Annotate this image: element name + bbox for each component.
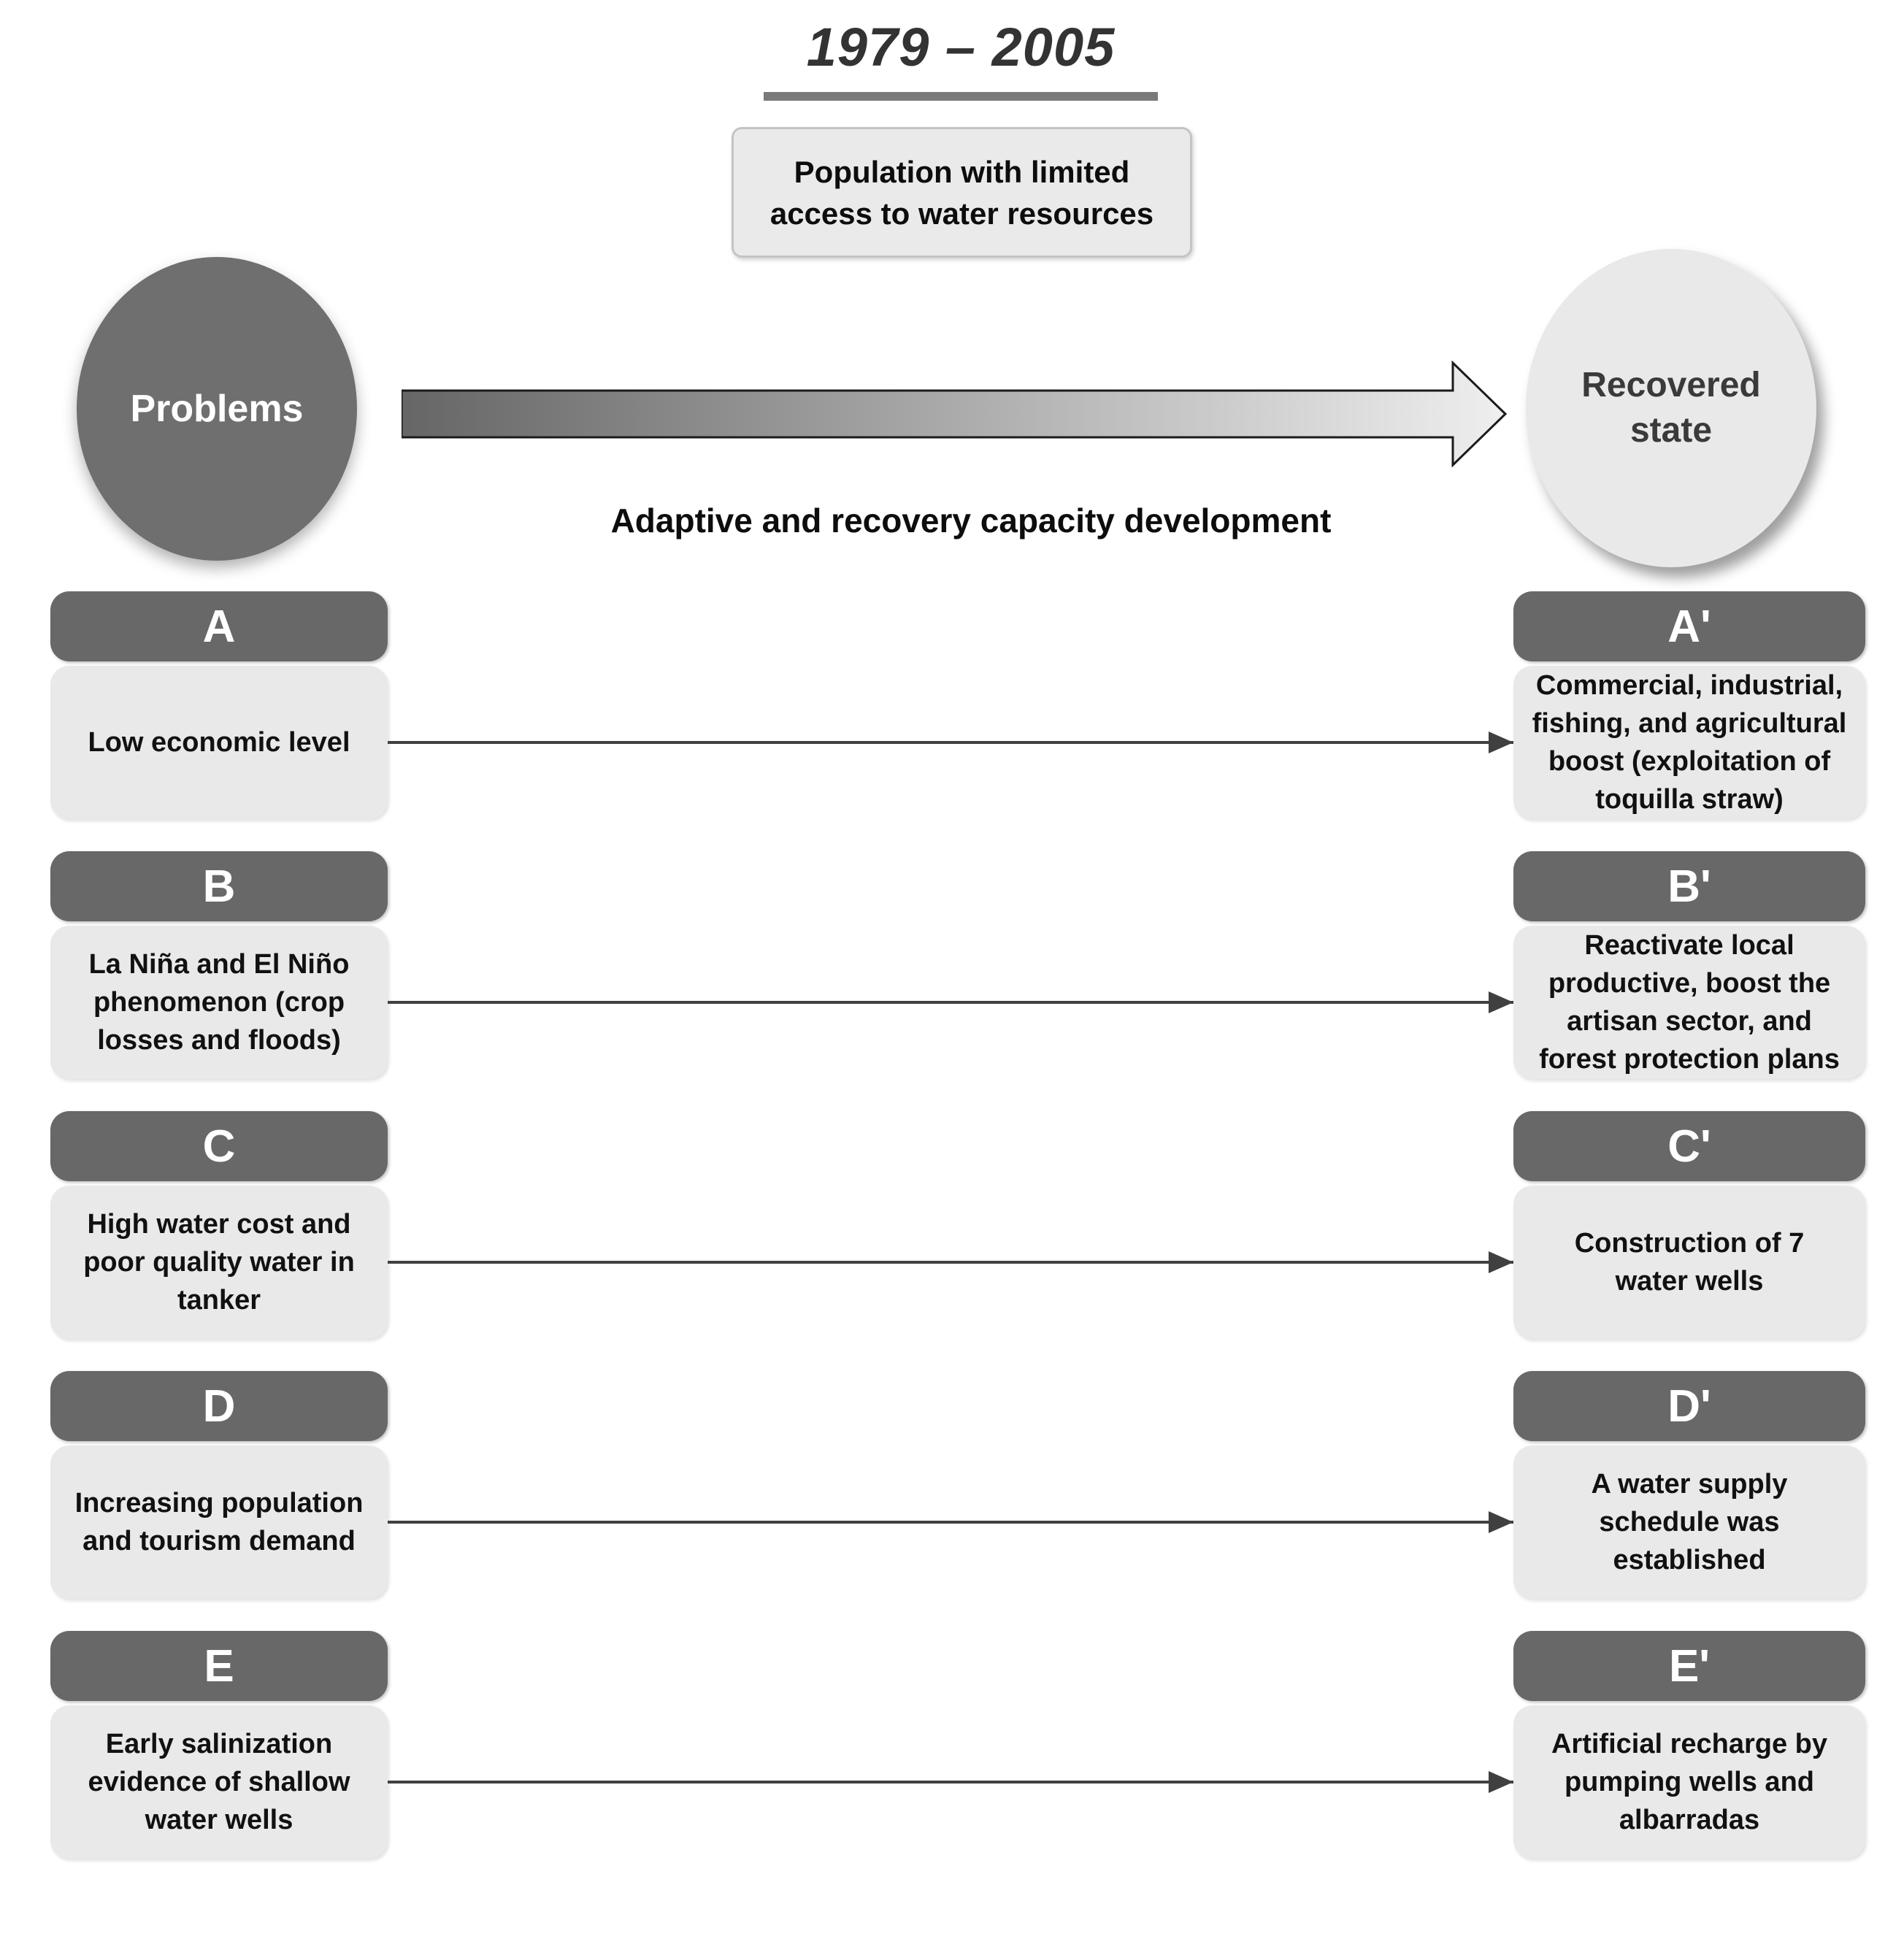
timeline-title: 1979 – 2005 — [806, 17, 1116, 77]
subtitle-box: Population with limited access to water … — [732, 127, 1192, 258]
problem-box-d: Increasing population and tourism demand — [50, 1445, 388, 1599]
recovery-header-e: E' — [1513, 1631, 1865, 1701]
title-underline — [764, 92, 1158, 101]
row-b: B La Niña and El Niño phenomenon (crop l… — [50, 851, 1865, 1079]
problem-header-label: E — [204, 1640, 234, 1692]
problem-box-b: La Niña and El Niño phenomenon (crop los… — [50, 926, 388, 1079]
recovery-header-b: B' — [1513, 851, 1865, 921]
row-e: E Early salinization evidence of shallow… — [50, 1631, 1865, 1859]
problem-header-d: D — [50, 1371, 388, 1441]
problem-header-a: A — [50, 591, 388, 661]
problem-header-label: C — [202, 1121, 236, 1172]
problem-text: Low economic level — [88, 727, 350, 758]
problem-box-e: Early salinization evidence of shallow w… — [50, 1705, 388, 1859]
problem-text: High water cost and poor quality water i… — [83, 1209, 355, 1316]
recovery-box-d: A water supply schedule was established — [1513, 1445, 1865, 1599]
recovery-text: Artificial recharge by pumping wells and… — [1551, 1729, 1828, 1835]
arrow-label: Adaptive and recovery capacity developme… — [610, 502, 1332, 540]
problem-header-c: C — [50, 1111, 388, 1181]
recovery-box-b: Reactivate local productive, boost the a… — [1513, 926, 1865, 1079]
arrowhead-icon — [1489, 1251, 1513, 1273]
recovery-header-label: C' — [1667, 1121, 1711, 1172]
arrowhead-icon — [1489, 732, 1513, 753]
recovery-header-label: D' — [1667, 1381, 1711, 1432]
recovery-header-c: C' — [1513, 1111, 1865, 1181]
arrowhead-icon — [1489, 1511, 1513, 1533]
recovery-box-e: Artificial recharge by pumping wells and… — [1513, 1705, 1865, 1859]
problem-header-label: D — [202, 1381, 236, 1432]
connector-arrow-b — [388, 991, 1513, 1013]
problem-header-e: E — [50, 1631, 388, 1701]
recovery-text: Reactivate local productive, boost the a… — [1539, 930, 1840, 1075]
gradient-arrow-icon — [402, 361, 1508, 467]
subtitle-text: Population with limited access to water … — [769, 154, 1154, 231]
problem-header-b: B — [50, 851, 388, 921]
row-d: D Increasing population and tourism dema… — [50, 1371, 1865, 1599]
problem-box-c: High water cost and poor quality water i… — [50, 1186, 388, 1339]
recovery-box-a: Commercial, industrial, fishing, and agr… — [1513, 666, 1865, 819]
arrowhead-icon — [1489, 1771, 1513, 1793]
problem-header-label: A — [202, 601, 236, 652]
recovery-header-a: A' — [1513, 591, 1865, 661]
recovery-text: Commercial, industrial, fishing, and agr… — [1532, 670, 1847, 815]
recovered-state-label: Recovered state — [1581, 366, 1761, 450]
recovered-state-circle: Recovered state — [1526, 249, 1816, 567]
recovery-text: A water supply schedule was established — [1591, 1469, 1788, 1575]
problem-text: Early salinization evidence of shallow w… — [88, 1729, 350, 1835]
recovery-box-c: Construction of 7 water wells — [1513, 1186, 1865, 1339]
row-c: C High water cost and poor quality water… — [50, 1111, 1865, 1339]
recovery-header-label: A' — [1667, 601, 1711, 652]
connector-arrow-e — [388, 1771, 1513, 1793]
problem-text: La Niña and El Niño phenomenon (crop los… — [88, 949, 350, 1056]
problem-box-a: Low economic level — [50, 666, 388, 819]
connector-arrow-c — [388, 1251, 1513, 1273]
recovery-header-d: D' — [1513, 1371, 1865, 1441]
problems-label: Problems — [130, 388, 304, 430]
connector-arrow-d — [388, 1511, 1513, 1533]
row-a: A Low economic level A' Commercial, indu… — [50, 591, 1865, 819]
recovery-header-label: E' — [1668, 1640, 1711, 1692]
recovery-text: Construction of 7 water wells — [1574, 1228, 1805, 1297]
problems-circle: Problems — [77, 257, 357, 561]
problem-header-label: B — [202, 861, 236, 912]
arrowhead-icon — [1489, 991, 1513, 1013]
recovery-header-label: B' — [1667, 861, 1711, 912]
problem-text: Increasing population and tourism demand — [74, 1488, 364, 1556]
connector-arrow-a — [388, 732, 1513, 753]
